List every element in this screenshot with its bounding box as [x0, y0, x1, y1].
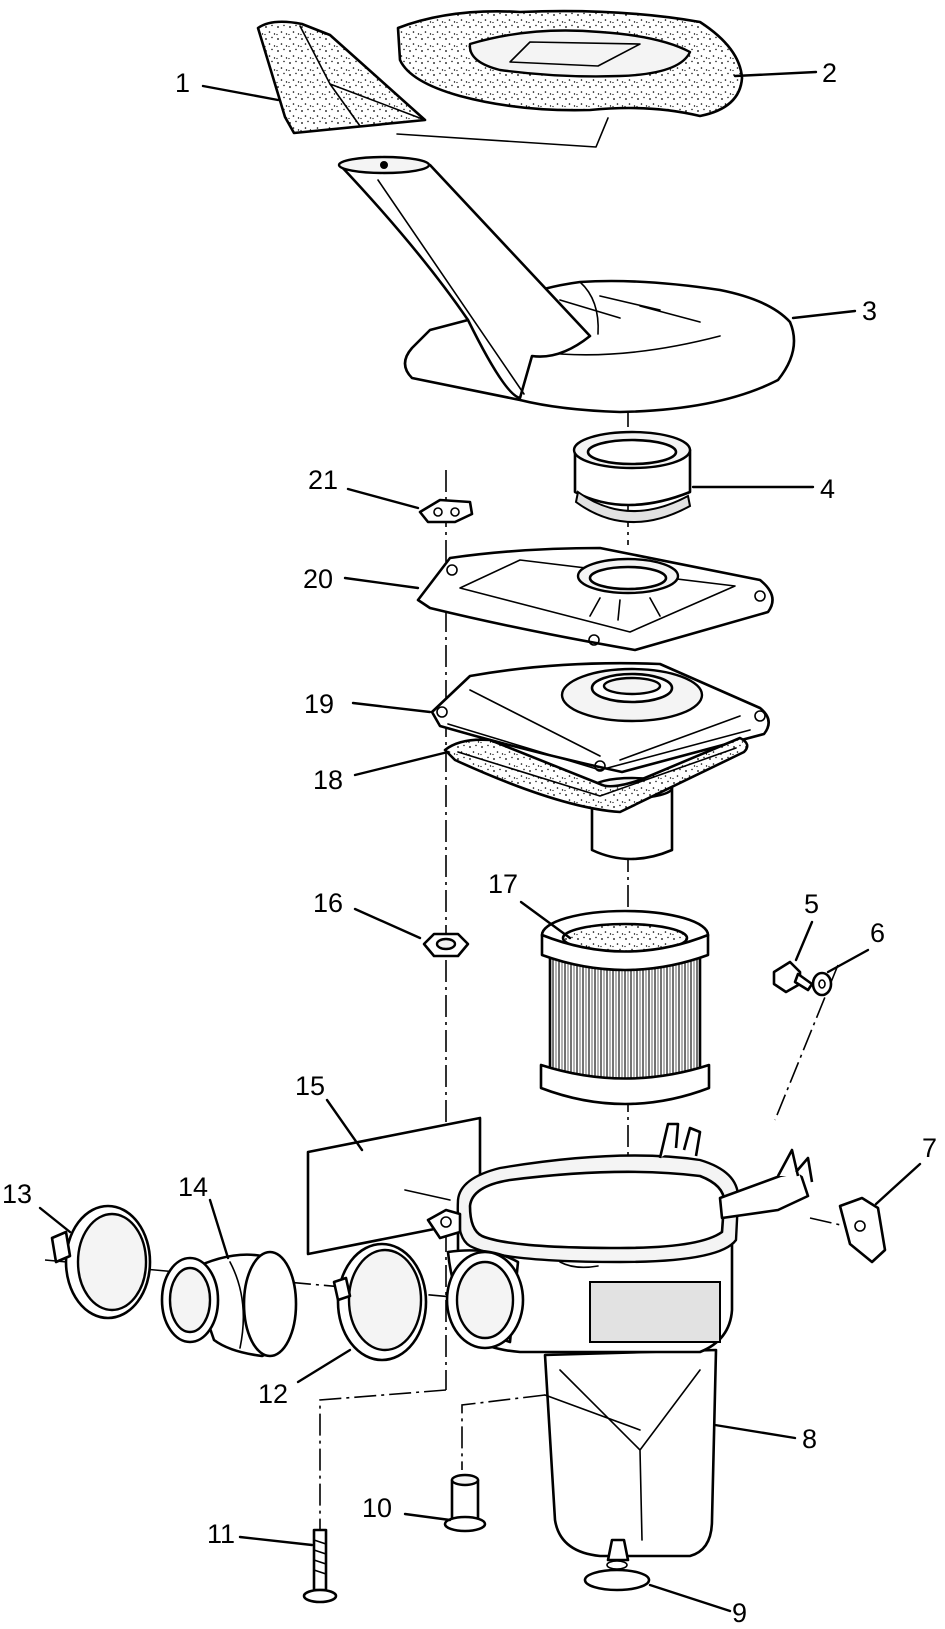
callout-11: 11: [207, 1519, 235, 1549]
callout-13: 13: [2, 1179, 32, 1209]
part-11-screw: [302, 1528, 338, 1604]
part-1-foam-prefilter: [256, 20, 427, 135]
part-7-bracket: [838, 1196, 887, 1264]
callout-14: 14: [178, 1172, 208, 1202]
leader-lines: [38, 70, 922, 1613]
callout-1: 1: [175, 68, 190, 98]
callout-20: 20: [303, 564, 333, 594]
part-4-coupler: [572, 430, 692, 523]
part-12-clamp: [332, 1242, 428, 1362]
part-2-foam-pad: [396, 9, 744, 118]
callout-5: 5: [804, 889, 819, 919]
part-18-gasket: [443, 736, 749, 814]
part-14-rubber-boot: [160, 1250, 298, 1358]
callout-16: 16: [313, 888, 343, 918]
callout-21: 21: [308, 465, 338, 495]
callout-9: 9: [732, 1598, 747, 1628]
part-17-filter-element: [539, 909, 711, 1106]
callout-4: 4: [820, 474, 835, 504]
part-9-drain-valve: [583, 1538, 651, 1592]
callout-10: 10: [362, 1493, 392, 1523]
part-21-clip: [418, 498, 474, 524]
part-10-sleeve: [443, 1473, 487, 1533]
callout-7: 7: [922, 1133, 937, 1163]
part-3-airbox-cover: [337, 155, 796, 414]
callout-18: 18: [313, 765, 343, 795]
part-16-nut: [422, 932, 470, 958]
callout-17: 17: [488, 869, 518, 899]
callout-19: 19: [304, 689, 334, 719]
callout-2: 2: [822, 58, 837, 88]
callout-8: 8: [802, 1424, 817, 1454]
callout-3: 3: [862, 296, 877, 326]
callout-12: 12: [258, 1379, 288, 1409]
part-19-housing-lid: [430, 661, 770, 861]
callout-15: 15: [295, 1071, 325, 1101]
part-8-airbox-housing: [426, 1122, 814, 1558]
part-5-bolt: [772, 960, 814, 994]
part-13-clamp: [50, 1204, 152, 1320]
callout-6: 6: [870, 918, 885, 948]
callout-numbers: 1 2 3 4 5 6 7 8 9 10 11 12 13 14 15 16 1…: [2, 58, 937, 1628]
part-20-plate: [416, 546, 774, 652]
part-6-washer: [811, 971, 833, 997]
